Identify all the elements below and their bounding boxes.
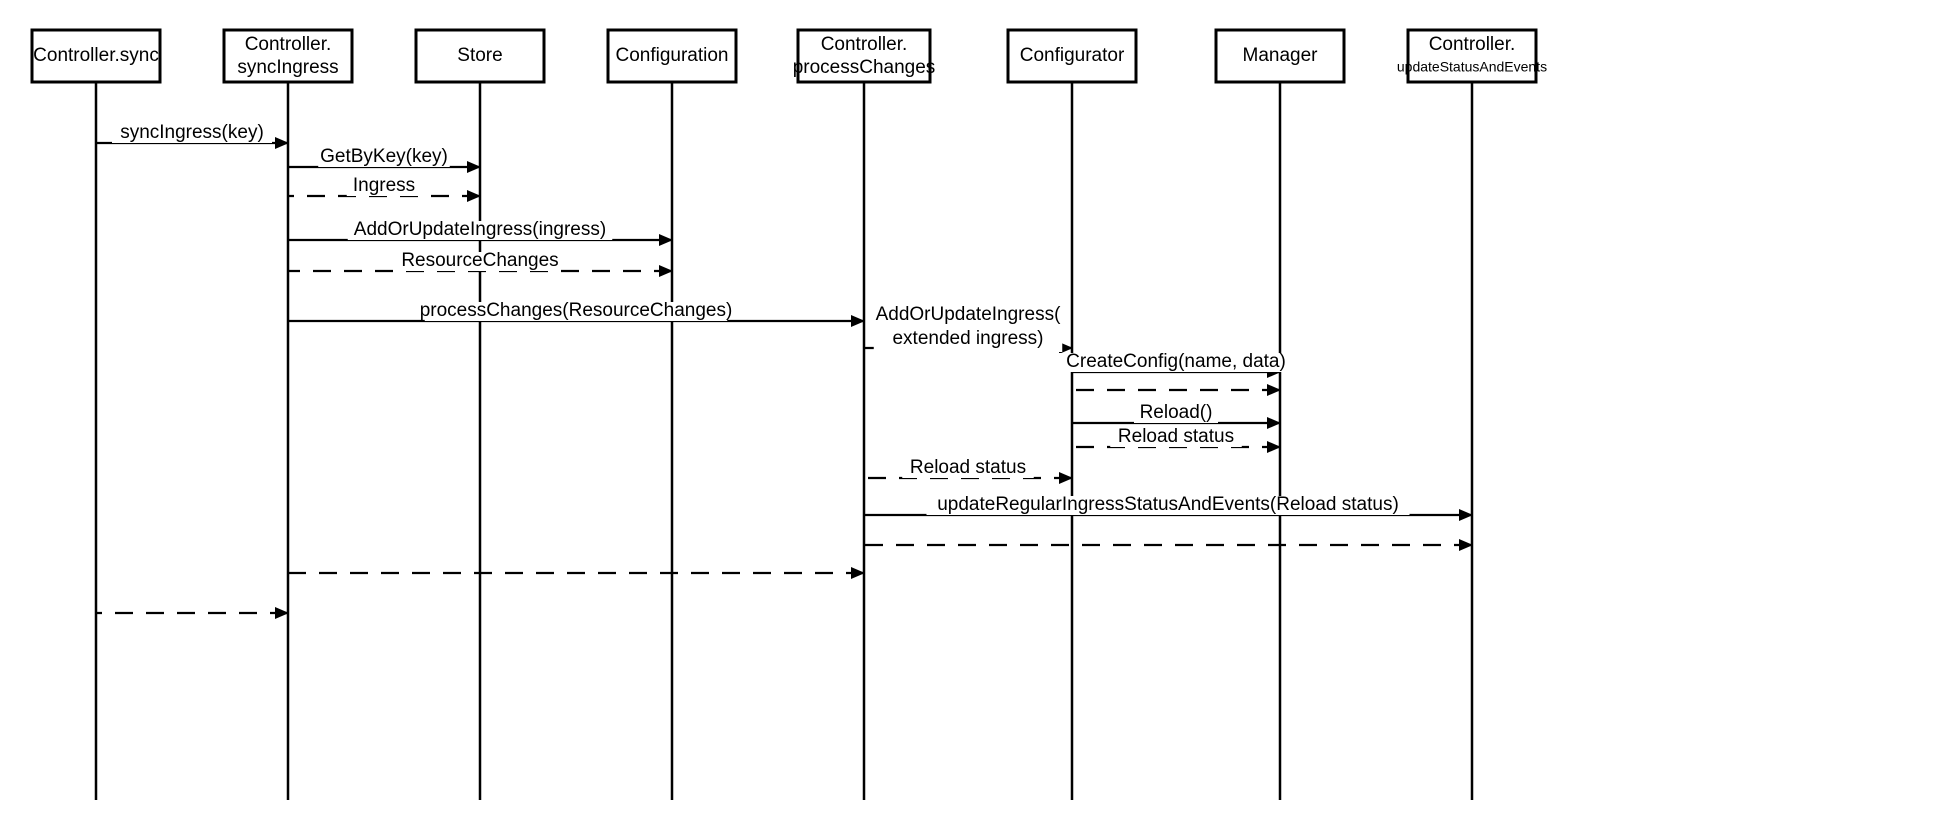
message-m12[interactable]: Reload status <box>864 457 1073 484</box>
messages-group: syncIngress(key) GetByKey(key) IngressAddO… <box>96 122 1473 619</box>
message-label-m3: Ingress <box>353 175 415 196</box>
participant-label-controller-syncingress: Controller. <box>245 34 332 55</box>
participant-label-manager: Manager <box>1243 45 1319 66</box>
participant-label-controller-processchanges: processChanges <box>793 57 936 78</box>
message-label-m5: ResourceChanges <box>401 250 558 271</box>
participant-label-controller-syncingress: syncIngress <box>237 57 338 78</box>
message-m10[interactable]: Reload() <box>1072 402 1281 429</box>
message-label-backing-m2 <box>318 148 450 167</box>
participant-store[interactable]: Store <box>414 28 546 800</box>
message-label-backing-m12 <box>902 459 1034 478</box>
participant-box-manager[interactable] <box>1214 28 1346 84</box>
participant-label-controller-sync: Controller.sync <box>33 45 159 66</box>
message-label-backing-m13 <box>926 496 1410 515</box>
participant-box-configurator[interactable] <box>1006 28 1138 84</box>
participant-manager[interactable]: Manager <box>1214 28 1346 800</box>
message-label-m7: extended ingress) <box>892 328 1043 349</box>
message-label-backing-m1 <box>112 124 272 143</box>
participant-box-controller-syncingress[interactable] <box>222 28 354 84</box>
message-m4[interactable]: AddOrUpdateIngress(ingress) <box>288 219 673 246</box>
participant-label-controller-updatestatusandevents: Controller. <box>1429 34 1516 55</box>
message-label-backing-m8 <box>1058 353 1294 372</box>
participant-controller-sync[interactable]: Controller.sync <box>30 28 162 800</box>
message-label-m7: AddOrUpdateIngress( <box>876 304 1061 325</box>
message-label-m10: Reload() <box>1140 402 1213 423</box>
participant-label-configurator: Configurator <box>1020 45 1125 66</box>
participant-box-store[interactable] <box>414 28 546 84</box>
participant-controller-processchanges[interactable]: Controller.processChanges <box>793 28 936 800</box>
message-m5[interactable]: ResourceChanges <box>288 250 673 277</box>
message-label-backing-m5 <box>404 252 556 271</box>
message-label-backing-m3 <box>346 177 422 196</box>
message-m13[interactable]: updateRegularIngressStatusAndEvents(Relo… <box>864 494 1473 521</box>
message-label-m1: syncIngress(key) <box>120 122 264 143</box>
message-m1[interactable]: syncIngress(key) <box>96 122 289 149</box>
lifelines-group: Controller.syncController.syncIngressSto… <box>30 28 1547 800</box>
participant-box-controller-sync[interactable] <box>30 28 162 84</box>
message-m6[interactable]: processChanges(ResourceChanges) <box>288 300 865 327</box>
message-label-m6: processChanges(ResourceChanges) <box>420 300 733 321</box>
participant-controller-syncingress[interactable]: Controller.syncIngress <box>222 28 354 800</box>
message-label-m8: CreateConfig(name, data) <box>1066 351 1286 372</box>
message-label-backing-m11 <box>1110 428 1242 447</box>
message-m2[interactable]: GetByKey(key) <box>288 146 481 173</box>
participant-controller-updatestatusandevents[interactable]: Controller. updateStatusAndEvents <box>1397 28 1547 800</box>
message-label-backing-m6 <box>424 302 728 321</box>
message-label-backing-m10 <box>1134 404 1218 423</box>
participant-label-configuration: Configuration <box>615 45 728 66</box>
message-m7[interactable]: AddOrUpdateIngress( extended ingress) <box>864 304 1073 354</box>
message-label-backing-m7 <box>873 304 1063 352</box>
message-m8[interactable]: CreateConfig(name, data) <box>1058 351 1294 378</box>
message-label-m13: updateRegularIngressStatusAndEvents(Relo… <box>937 494 1399 515</box>
participant-box-configuration[interactable] <box>606 28 738 84</box>
message-label-backing-m4 <box>347 221 613 240</box>
message-label-m4: AddOrUpdateIngress(ingress) <box>354 219 606 240</box>
participant-box-controller-updatestatusandevents[interactable] <box>1406 28 1538 84</box>
message-m11[interactable]: Reload status <box>1072 426 1281 453</box>
message-label-m2: GetByKey(key) <box>320 146 448 167</box>
message-m3[interactable]: Ingress <box>288 175 481 202</box>
participant-label-controller-processchanges: Controller. <box>821 34 908 55</box>
message-label-m12: Reload status <box>910 457 1026 478</box>
participant-label-controller-updatestatusandevents: updateStatusAndEvents <box>1397 59 1547 75</box>
participant-configuration[interactable]: Configuration <box>606 28 738 800</box>
participant-box-controller-processchanges[interactable] <box>796 28 932 84</box>
participant-configurator[interactable]: Configurator <box>1006 28 1138 800</box>
message-label-m11: Reload status <box>1118 426 1234 447</box>
participant-label-store: Store <box>457 45 502 66</box>
